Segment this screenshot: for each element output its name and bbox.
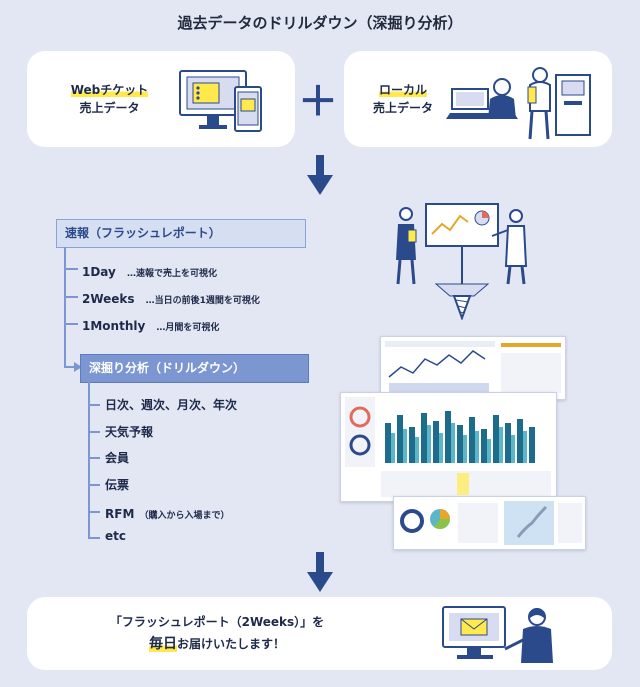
local-card: ローカル 売上データ [344, 51, 612, 147]
drill-item-members: 会員 [105, 451, 130, 465]
tree-branch [64, 366, 76, 368]
tree-branch [64, 296, 78, 298]
delivery-message-rest: お届けいたします！ [176, 637, 285, 651]
ticket-counter-illustration [446, 67, 591, 140]
dashboard-screenshot-2 [340, 392, 557, 502]
plus-sign: ＋ [298, 79, 338, 125]
daily-emphasis: 毎日 [148, 636, 177, 652]
page-title: 過去データのドリルダウン（深掘り分析） [177, 14, 463, 32]
tree-branch [88, 511, 100, 513]
tree-arrow-icon [74, 362, 82, 372]
down-arrow-icon [307, 155, 333, 195]
flash-item-2weeks: 2Weeks …当日の前後1週間を可視化 [82, 288, 260, 307]
local-label: ローカル [378, 83, 427, 97]
email-worker-illustration [442, 606, 553, 663]
dashboard-bar-graphic [345, 397, 551, 497]
drilldown-box: 深掘り分析（ドリルダウン） [80, 354, 309, 383]
dashboard-chart-graphic [385, 341, 561, 393]
drill-item-slips: 伝票 [105, 478, 130, 492]
dashboard-screenshot-1 [380, 336, 566, 400]
dashboard-screenshot-3 [393, 496, 586, 550]
tree-branch [64, 268, 78, 270]
tree-branch [88, 457, 100, 459]
flash-item-1day: 1Day …速報で売上を可視化 [82, 261, 217, 280]
tree-branch [88, 484, 100, 486]
flash-item-note: …当日の前後1週間を可視化 [145, 296, 260, 306]
web-ticket-sales-label: 売上データ [79, 101, 140, 115]
flash-item-label: 1Day [82, 265, 116, 279]
flash-item-note: …速報で売上を可視化 [126, 269, 217, 279]
drill-item-etc: etc [105, 529, 126, 543]
rfm-label: RFM [105, 507, 135, 521]
flash-report-message: 「フラッシュレポート（2Weeks）」を [109, 615, 325, 629]
delivery-message: 毎日お届けいたします！ [27, 633, 407, 655]
down-arrow-icon [307, 552, 333, 592]
tree-branch [88, 431, 100, 433]
flash-tree-line [64, 247, 66, 368]
bottom-message-card: 「フラッシュレポート（2Weeks）」を 毎日お届けいたします！ [27, 597, 612, 670]
tree-branch [88, 537, 100, 539]
rfm-sub-label: （購入から入場まで） [139, 511, 230, 521]
flash-report-label: 速報（フラッシュレポート） [65, 226, 221, 240]
local-sales-label: 売上データ [372, 101, 433, 115]
tree-branch [88, 404, 100, 406]
flash-item-1monthly: 1Monthly …月間を可視化 [82, 315, 219, 334]
drill-item-rfm: RFM （購入から入場まで） [105, 503, 230, 522]
flash-item-label: 2Weeks [82, 292, 135, 306]
web-ticket-card: Webチケット 売上データ [27, 51, 295, 147]
computer-tablet-icon [179, 70, 262, 132]
flash-item-label: 1Monthly [82, 319, 146, 333]
drill-item-weather: 天気予報 [105, 425, 154, 439]
presentation-illustration [396, 203, 528, 320]
flash-item-note: …月間を可視化 [156, 323, 220, 333]
drill-tree-line [88, 382, 90, 538]
drill-item-periods: 日次、週次、月次、年次 [105, 398, 238, 412]
dashboard-map-graphic [400, 501, 582, 545]
web-ticket-label: Webチケット [70, 83, 149, 97]
flash-report-box: 速報（フラッシュレポート） [56, 219, 306, 248]
drilldown-label: 深掘り分析（ドリルダウン） [89, 361, 246, 375]
tree-branch [64, 323, 78, 325]
